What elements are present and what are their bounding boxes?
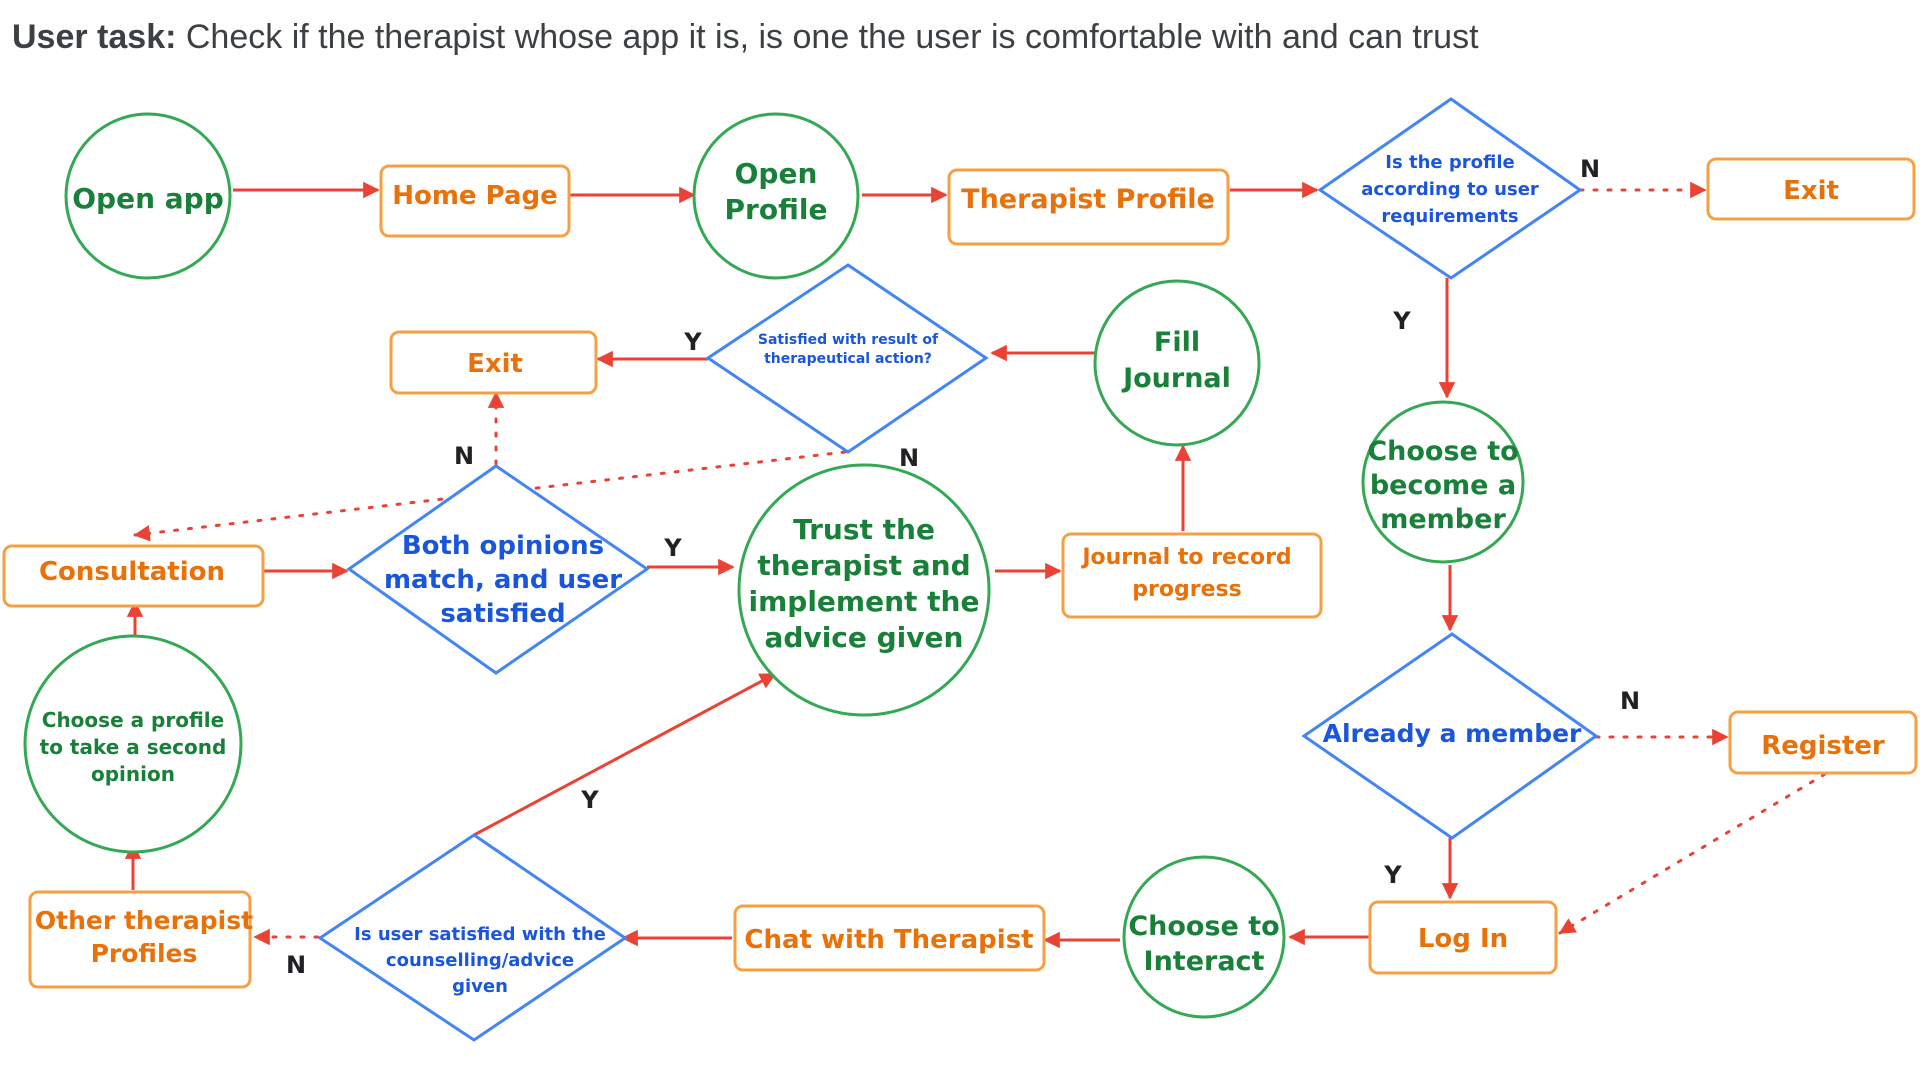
choose-second-label-3: opinion <box>91 762 175 786</box>
log-in-label: Log In <box>1418 924 1508 954</box>
open-app-node <box>64 112 232 280</box>
choose-second-label-1: Choose a profile <box>42 708 224 732</box>
profile-requirements-diamond <box>1317 97 1583 280</box>
journal-record-label-2: progress <box>1132 577 1241 602</box>
user-satisfied-diamond <box>317 833 628 1042</box>
other-profiles-label-2: Profiles <box>91 939 198 968</box>
log-in-box <box>1368 900 1558 975</box>
open-profile-label-2: Profile <box>725 193 828 226</box>
open-profile-node <box>692 112 860 280</box>
trust-therapist-node <box>737 463 991 717</box>
edge-label-result-no: N <box>899 444 919 472</box>
fill-journal-label-2: Journal <box>1121 363 1231 394</box>
both-opinions-label-1: Both opinions <box>402 531 604 561</box>
satisfied-result-diamond <box>705 263 989 454</box>
user-satisfied-label-2: counselling/advice <box>386 950 574 971</box>
open-profile-label-1: Open <box>735 157 818 190</box>
chat-therapist-label: Chat with Therapist <box>744 925 1033 955</box>
edge-label-satisfied-no: N <box>286 951 306 979</box>
choose-member-label-1: Choose to <box>1367 436 1518 467</box>
home-page-box <box>379 164 571 238</box>
register-box <box>1728 710 1918 775</box>
user-satisfied-label-1: Is user satisfied with the <box>354 924 606 945</box>
exit-top-box <box>1706 157 1916 221</box>
edge-label-result-yes: Y <box>683 328 702 356</box>
register-label: Register <box>1761 731 1885 761</box>
choose-member-node <box>1361 400 1525 564</box>
satisfied-result-label-2: therapeutical action? <box>764 351 932 367</box>
fill-journal-label-1: Fill <box>1154 327 1200 358</box>
other-profiles-label-1: Other therapist <box>35 906 253 935</box>
choose-member-label-2: become a <box>1370 470 1516 501</box>
edge-label-req-yes: Y <box>1392 307 1411 335</box>
edge-label-opinions-no: N <box>454 442 474 470</box>
choose-member-label-3: member <box>1380 504 1506 535</box>
both-opinions-label-3: satisfied <box>440 599 565 629</box>
choose-interact-label-2: Interact <box>1144 946 1265 977</box>
edge-label-member-yes: Y <box>1383 861 1402 889</box>
both-opinions-label-2: match, and user <box>384 565 622 595</box>
other-profiles-box <box>28 890 252 989</box>
task-description: User task: Check if the therapist whose … <box>12 18 1479 57</box>
journal-record-box <box>1061 532 1323 619</box>
choose-second-node <box>23 634 243 854</box>
satisfied-result-label-1: Satisfied with result of <box>758 332 939 348</box>
already-member-label: Already a member <box>1323 719 1582 748</box>
consultation-box <box>2 544 265 608</box>
journal-record-label-1: Journal to record <box>1080 545 1291 570</box>
edge-satisfied-trust <box>473 672 777 837</box>
open-app-label: Open app <box>72 182 224 215</box>
edge-label-opinions-yes: Y <box>663 534 682 562</box>
already-member-diamond <box>1301 632 1599 840</box>
user-satisfied-label-3: given <box>452 976 508 997</box>
edge-register-login <box>1558 772 1827 935</box>
trust-therapist-label-3: implement the <box>749 585 980 618</box>
trust-therapist-label-2: therapist and <box>757 549 970 582</box>
choose-interact-node <box>1122 855 1286 1019</box>
exit-mid-box <box>389 330 598 395</box>
profile-requirements-label-2: according to user <box>1361 179 1539 200</box>
chat-therapist-box <box>733 904 1046 972</box>
consultation-label: Consultation <box>39 557 225 587</box>
exit-mid-label: Exit <box>467 349 523 379</box>
home-page-label: Home Page <box>392 181 558 211</box>
task-label: User task: <box>12 18 177 56</box>
edge-label-satisfied-yes: Y <box>580 786 599 814</box>
fill-journal-node <box>1093 279 1261 447</box>
choose-second-label-2: to take a second <box>40 735 227 759</box>
therapist-profile-label: Therapist Profile <box>961 184 1215 215</box>
choose-interact-label-1: Choose to <box>1128 911 1279 942</box>
edge-label-member-no: N <box>1620 687 1640 715</box>
exit-top-label: Exit <box>1783 176 1839 206</box>
trust-therapist-label-1: Trust the <box>793 513 935 546</box>
trust-therapist-label-4: advice given <box>765 621 964 654</box>
both-opinions-diamond <box>346 464 650 675</box>
profile-requirements-label-1: Is the profile <box>1385 152 1514 173</box>
therapist-profile-box <box>947 168 1230 246</box>
profile-requirements-label-3: requirements <box>1381 206 1518 227</box>
edge-label-req-no: N <box>1580 155 1600 183</box>
task-text: Check if the therapist whose app it is, … <box>185 18 1479 56</box>
